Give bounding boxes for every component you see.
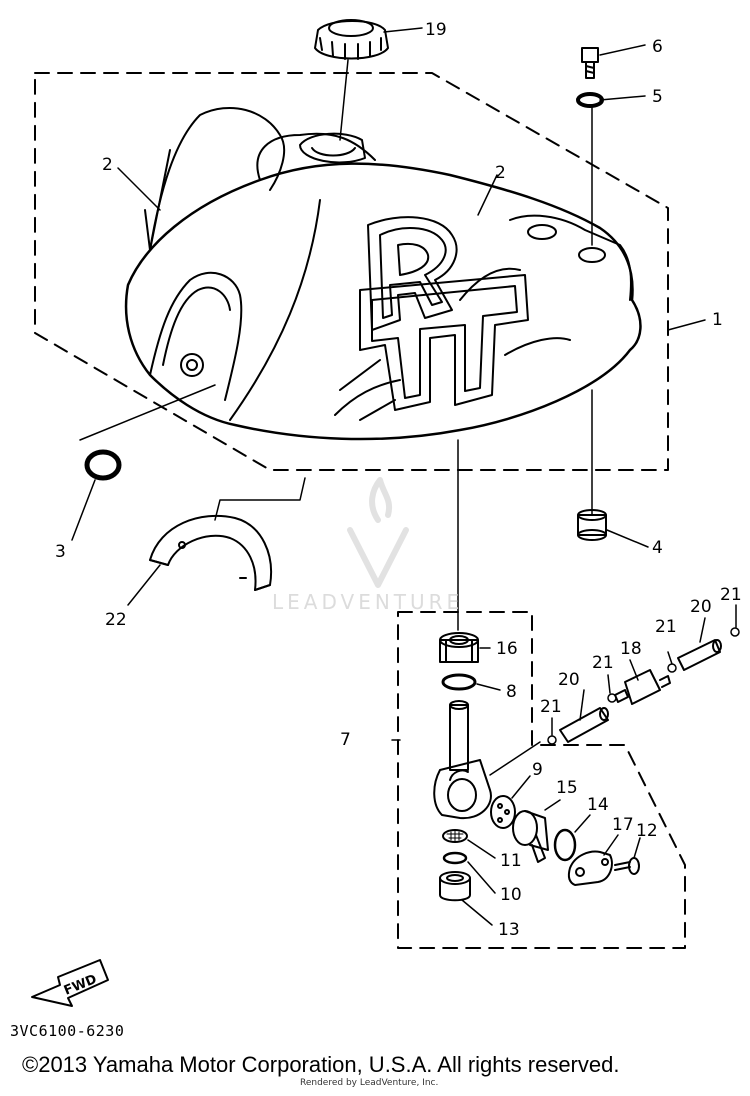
callout-10: 10 <box>500 885 522 905</box>
washer-part <box>576 92 604 108</box>
callout-19: 19 <box>425 20 447 40</box>
bolt-part <box>581 47 599 79</box>
callout-5: 5 <box>652 87 663 107</box>
callout-2: 2 <box>102 155 113 175</box>
fuel-cock-part <box>433 700 492 820</box>
rendered-by-note: Rendered by LeadVenture, Inc. <box>300 1078 439 1088</box>
diagram-code: 3VC6100-6230 <box>10 1022 125 1040</box>
lever-part <box>512 810 549 863</box>
fuel-cock-group-outline <box>397 611 686 949</box>
screw-part <box>614 857 640 875</box>
callout-11: 11 <box>500 851 522 871</box>
band-part <box>149 514 272 591</box>
callout-4: 4 <box>652 538 663 558</box>
callout-15: 15 <box>556 778 578 798</box>
damper-part <box>577 509 607 541</box>
callout-6: 6 <box>652 37 663 57</box>
hose-part <box>677 639 722 671</box>
callout-21: 21 <box>540 697 562 717</box>
callout-20: 20 <box>558 670 580 690</box>
callout-9: 9 <box>532 760 543 780</box>
small-oring-part <box>442 851 468 865</box>
fuel-tank-part <box>124 106 642 441</box>
callout-7: 7 <box>340 730 351 750</box>
callout-17: 17 <box>612 815 634 835</box>
callout-12: 12 <box>636 821 658 841</box>
callout-21: 21 <box>592 653 614 673</box>
hose-part <box>559 707 609 743</box>
callout-8: 8 <box>506 682 517 702</box>
watermark-text: LEADVENTURE <box>272 590 464 614</box>
callout-13: 13 <box>498 920 520 940</box>
callout-2: 2 <box>495 163 506 183</box>
fwd-label: FWD <box>62 972 99 999</box>
callout-16: 16 <box>496 639 518 659</box>
diaphragm-part <box>490 795 516 829</box>
callout-21: 21 <box>720 585 742 605</box>
nut-part <box>439 632 479 663</box>
callout-14: 14 <box>587 795 609 815</box>
gasket-part <box>553 828 577 862</box>
fuel-filter-part <box>614 669 671 705</box>
oring-part <box>441 673 477 691</box>
copyright-notice: ©2013 Yamaha Motor Corporation, U.S.A. A… <box>22 1052 620 1077</box>
watermark-logo <box>347 477 409 588</box>
callout-3: 3 <box>55 542 66 562</box>
callout-18: 18 <box>620 639 642 659</box>
strainer-part <box>442 829 468 843</box>
callout-22: 22 <box>105 610 127 630</box>
callout-21: 21 <box>655 617 677 637</box>
cup-part <box>439 871 471 902</box>
callout-20: 20 <box>690 597 712 617</box>
tank-group-outline <box>34 72 669 471</box>
fwd-arrow-icon: FWD <box>31 959 109 1007</box>
plate-part <box>567 850 613 886</box>
callout-1: 1 <box>712 310 723 330</box>
fuel-cap-part <box>314 19 389 60</box>
cushion-part <box>84 449 122 481</box>
tank-graphic-letters <box>359 216 529 411</box>
